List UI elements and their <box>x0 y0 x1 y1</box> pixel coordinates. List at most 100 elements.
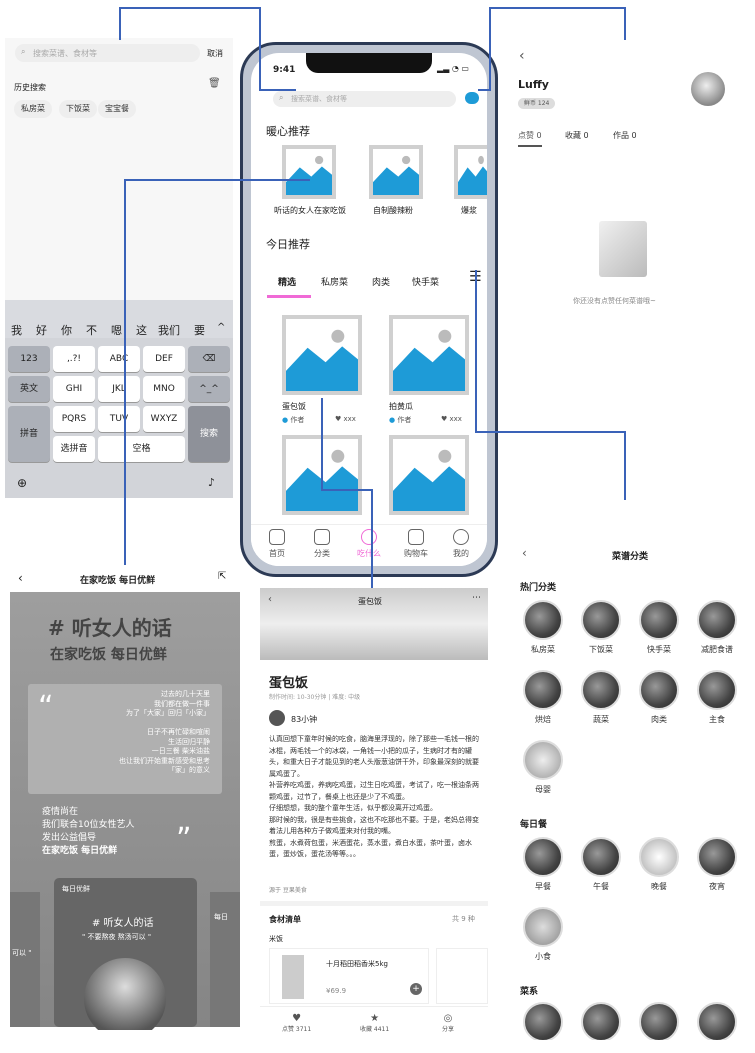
category-item[interactable]: 蔬菜 <box>578 670 624 725</box>
stat-likes[interactable]: 点赞 0 <box>518 131 542 140</box>
back-icon[interactable]: ‹ <box>519 48 525 64</box>
battery-icon: ▂▃ ◔ ▭ <box>437 64 469 73</box>
candidate[interactable]: 我们 <box>158 324 180 337</box>
category-item[interactable]: 午餐 <box>578 837 624 892</box>
key[interactable]: MNO <box>143 376 185 402</box>
category-item[interactable]: 早餐 <box>520 837 566 892</box>
key[interactable]: GHI <box>53 376 95 402</box>
card-image[interactable] <box>282 145 336 199</box>
key[interactable]: DEF <box>143 346 185 372</box>
menu-icon[interactable]: ☰ <box>469 269 482 285</box>
candidate[interactable]: 你 <box>61 324 72 337</box>
category-item[interactable]: 私房菜 <box>520 600 566 655</box>
history-chip[interactable]: 宝宝餐 <box>98 100 136 118</box>
item-author: 作者 <box>397 416 412 424</box>
category-item[interactable]: 晚餐 <box>636 837 682 892</box>
author-name[interactable]: 83小钟 <box>291 715 318 724</box>
category-item[interactable]: 下饭菜 <box>578 600 624 655</box>
key[interactable]: JKL <box>98 376 140 402</box>
key[interactable]: 英文 <box>8 376 50 402</box>
image-placeholder-icon <box>373 149 419 195</box>
like-button[interactable]: ♥点赞 3711 <box>282 1013 312 1033</box>
nav-cart[interactable]: 购物车 <box>396 529 436 559</box>
trash-icon[interactable]: 🗑 <box>208 78 221 89</box>
key[interactable]: 选拼音 <box>53 436 95 462</box>
search-input[interactable]: ⌕ 搜索菜谱、食材等 <box>15 44 200 62</box>
key[interactable]: PQRS <box>53 406 95 432</box>
item-image[interactable] <box>389 435 469 515</box>
recipe-title: 蛋包饭 <box>269 676 309 691</box>
stat-favorites[interactable]: 收藏 0 <box>565 131 589 140</box>
tab[interactable]: 肉类 <box>372 278 391 288</box>
cancel-button[interactable]: 取消 <box>207 49 223 58</box>
category-item[interactable] <box>636 1002 682 1040</box>
item-image[interactable] <box>389 315 469 395</box>
chat-icon[interactable] <box>465 92 479 104</box>
candidate[interactable]: 嗯 <box>111 324 122 337</box>
category-item[interactable]: 夜宵 <box>694 837 740 892</box>
item-image[interactable] <box>282 315 362 395</box>
key[interactable]: ,.?! <box>53 346 95 372</box>
heart-icon[interactable]: ♥ <box>441 415 448 423</box>
category-item[interactable]: 减肥食谱 <box>694 600 740 655</box>
category-item[interactable]: 烘焙 <box>520 670 566 725</box>
category-item[interactable] <box>578 1002 624 1040</box>
candidate[interactable]: 我 <box>11 324 22 337</box>
category-item[interactable]: 快手菜 <box>636 600 682 655</box>
stat-works[interactable]: 作品 0 <box>613 131 637 140</box>
card-image[interactable] <box>454 145 487 199</box>
slide-card[interactable]: 每日优鲜 # 听女人的话 " 不要熬夜 熬汤可以 " <box>54 878 197 1030</box>
key[interactable]: 123 <box>8 346 50 372</box>
mic-icon[interactable]: ♪ <box>208 476 216 489</box>
space-key[interactable]: 空格 <box>98 436 185 462</box>
category-item[interactable]: 主食 <box>694 670 740 725</box>
add-icon[interactable]: + <box>410 983 422 995</box>
back-icon[interactable]: ‹ <box>522 546 527 560</box>
card-title: # 听女人的话 <box>92 918 154 929</box>
heart-icon[interactable]: ♥ <box>335 415 342 423</box>
nav-category[interactable]: 分类 <box>302 529 342 559</box>
coin-badge[interactable]: 鲜币 124 <box>518 98 556 109</box>
search-icon: ⌕ <box>21 47 26 56</box>
history-chip[interactable]: 下饭菜 <box>59 100 97 118</box>
category-item[interactable]: 母婴 <box>520 740 566 795</box>
share-button[interactable]: ◎分享 <box>442 1013 455 1033</box>
nav-home[interactable]: 首页 <box>257 529 297 559</box>
tab-selected[interactable]: 精选 <box>278 278 297 288</box>
backspace-icon[interactable]: ⌫ <box>188 346 230 372</box>
back-icon[interactable]: ‹ <box>268 594 272 605</box>
avatar[interactable] <box>691 72 725 106</box>
search-input[interactable]: ⌕ 搜索菜谱、食材等 <box>273 91 456 107</box>
avatar[interactable] <box>269 710 285 726</box>
item-image[interactable] <box>282 435 362 515</box>
nav-eat[interactable]: 吃什么 <box>349 529 389 559</box>
category-item[interactable]: 肉类 <box>636 670 682 725</box>
candidate[interactable]: 不 <box>86 324 97 337</box>
candidate[interactable]: 这 <box>136 324 147 337</box>
nav-mine[interactable]: 我的 <box>441 529 481 559</box>
globe-icon[interactable]: ⊕ <box>17 476 28 490</box>
key[interactable]: WXYZ <box>143 406 185 432</box>
candidate[interactable]: 要 <box>194 324 205 337</box>
favorite-button[interactable]: ★收藏 4411 <box>360 1013 390 1033</box>
category-item[interactable]: 小食 <box>520 907 566 962</box>
card-image[interactable] <box>369 145 423 199</box>
product-price: ¥69.9 <box>326 987 347 995</box>
back-icon[interactable]: ‹ <box>18 571 23 585</box>
key[interactable]: 拼音 <box>8 406 50 462</box>
emoji-icon[interactable]: ^_^ <box>188 376 230 402</box>
product-card[interactable] <box>436 948 488 1004</box>
history-chip[interactable]: 私房菜 <box>14 100 52 118</box>
candidate[interactable]: 好 <box>36 324 47 337</box>
chevron-up-icon[interactable]: ^ <box>217 322 226 333</box>
key[interactable]: TUV <box>98 406 140 432</box>
share-icon[interactable]: ⇱ <box>218 571 227 582</box>
tab[interactable]: 快手菜 <box>412 278 440 288</box>
more-icon[interactable]: ⋯ <box>472 593 481 603</box>
category-item[interactable] <box>520 1002 566 1040</box>
category-item[interactable] <box>694 1002 740 1040</box>
key[interactable]: ABC <box>98 346 140 372</box>
search-key[interactable]: 搜索 <box>188 406 230 462</box>
tab[interactable]: 私房菜 <box>321 278 349 288</box>
product-card[interactable]: 十月稻田稻香米5kg ¥69.9 + <box>269 948 429 1004</box>
